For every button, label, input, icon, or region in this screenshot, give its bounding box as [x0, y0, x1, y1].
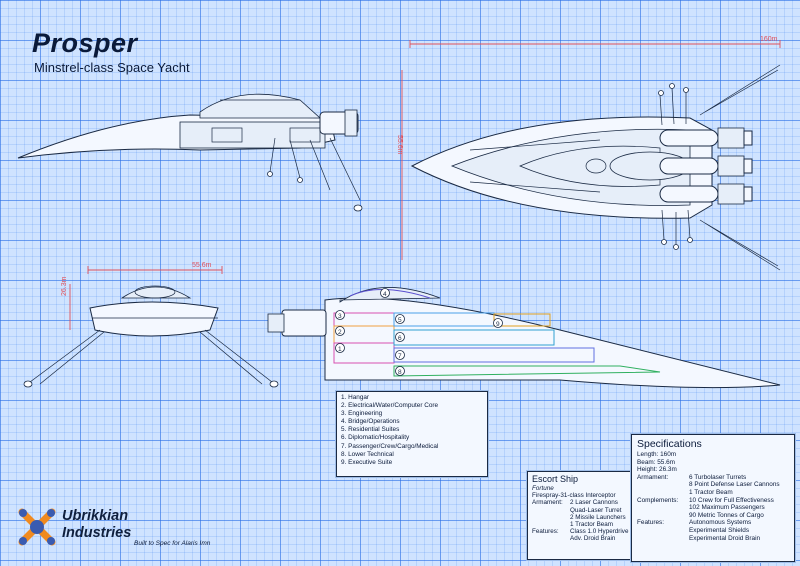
marker-9: 9	[496, 321, 500, 328]
spec-feature-item: Autonomous Systems	[689, 519, 752, 527]
escort-armament-item: 1 Tractor Beam	[570, 521, 614, 529]
escort-armament-item: 2 Missile Launchers	[570, 513, 626, 521]
marker-7: 7	[398, 353, 402, 360]
legend-item: 5. Residential Suites	[341, 426, 400, 434]
legend-item: 6. Diplomatic/Hospitality	[341, 434, 410, 442]
spec-complements-key: Complements:	[637, 496, 679, 504]
legend-item: 4. Bridge/Operations	[341, 418, 400, 426]
escort-feature-item: Adv. Droid Brain	[570, 535, 616, 543]
marker-1: 1	[338, 346, 342, 353]
legend-item: 8. Lower Technical	[341, 450, 394, 458]
dim-height-front: 26.3m	[61, 276, 68, 296]
escort-title: Escort Ship	[532, 474, 579, 484]
front-view	[23, 266, 279, 388]
specifications-panel: Specifications Length: 160m Beam: 55.6m …	[631, 434, 795, 562]
spec-complement-item: 10 Crew for Full Effectiveness	[689, 496, 774, 504]
legend-item: 9. Executive Suite	[341, 458, 393, 466]
spec-complement-item: 90 Metric Tonnes of Cargo	[689, 511, 764, 519]
spec-features-key: Features:	[637, 519, 664, 527]
legend-item: 3. Engineering	[341, 410, 383, 418]
internal-profile: 1 2 3 4 5 6 7 8 9	[267, 287, 781, 389]
spec-armament-item: 6 Turbolaser Turrets	[689, 473, 747, 481]
escort-armament-item: Quad-Laser Turret	[570, 506, 622, 514]
dim-height-side: 55.6m	[396, 135, 403, 155]
spec-complement-item: 102 Maximum Passengers	[689, 504, 765, 512]
spec-armament-item: 8 Point Defense Laser Cannons	[689, 481, 780, 489]
legend-item: 2. Electrical/Water/Computer Core	[341, 402, 439, 410]
brand-name-line1: Ubrikkian	[62, 508, 129, 524]
escort-features-key: Features:	[532, 528, 559, 536]
spec-length: Length: 160m	[637, 451, 677, 458]
marker-8: 8	[398, 369, 402, 376]
dim-beam-front: 55.6m	[192, 262, 212, 269]
spec-height: Height: 26.3m	[637, 466, 677, 474]
escort-armament-key: Armament:	[532, 499, 563, 507]
marker-5: 5	[398, 317, 402, 324]
legend-item: 7. Passenger/Crew/Cargo/Medical	[341, 442, 439, 450]
escort-feature-item: Class 1.0 Hyperdrive	[570, 528, 629, 536]
marker-3: 3	[338, 313, 342, 320]
brand-name: Ubrikkian Industries	[62, 508, 131, 542]
engine-pods-top	[659, 127, 753, 205]
page-title: Prosper	[32, 28, 138, 58]
escort-name: Fortune	[532, 485, 554, 492]
dim-length: 160m	[760, 36, 778, 43]
spec-feature-item: Experimental Shields	[689, 526, 750, 534]
brand-logo	[18, 508, 56, 546]
brand-name-line2: Industries	[62, 525, 132, 541]
top-view	[401, 40, 781, 271]
compartment-legend: 1. Hangar 2. Electrical/Water/Computer C…	[336, 391, 488, 477]
spec-feature-item: Experimental Droid Brain	[689, 534, 761, 542]
compartment-markers: 1 2 3 4 5 6 7 8 9	[335, 288, 503, 376]
side-view	[17, 93, 363, 212]
spec-beam: Beam: 55.6m	[637, 458, 676, 466]
spec-armament-key: Armament:	[637, 473, 669, 481]
marker-6: 6	[398, 335, 402, 342]
spec-armament-item: 1 Tractor Beam	[689, 488, 733, 496]
escort-ship-panel: Escort Ship Fortune Firespray-31-class I…	[527, 471, 637, 560]
legend-item: 1. Hangar	[341, 394, 370, 401]
marker-2: 2	[338, 329, 342, 336]
brand-tagline: Built to Spec for Alaris Imn	[134, 540, 211, 547]
specs-title: Specifications	[637, 438, 702, 450]
escort-armament-item: 2 Laser Cannons	[570, 499, 618, 507]
page-subtitle: Minstrel-class Space Yacht	[34, 60, 190, 75]
escort-class: Firespray-31-class Interceptor	[532, 492, 616, 500]
marker-4: 4	[383, 291, 387, 298]
